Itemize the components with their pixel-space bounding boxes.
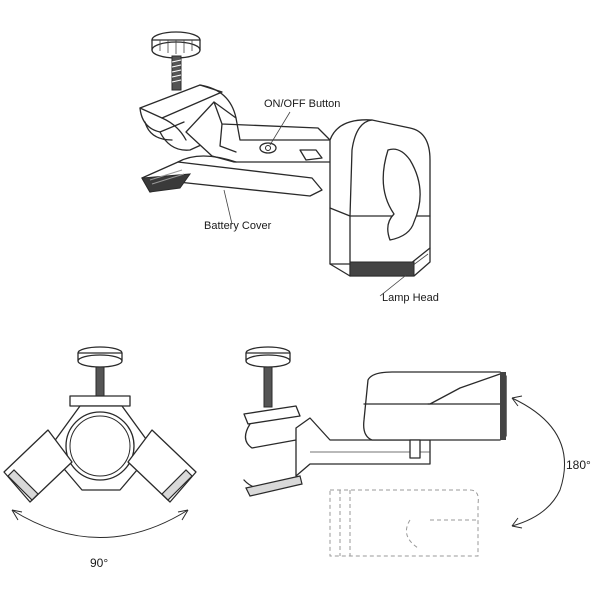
threaded-screw bbox=[171, 55, 182, 91]
clamp-arm bbox=[185, 101, 353, 163]
leader-line-power-button bbox=[269, 111, 291, 146]
battery-cover-label: Battery Cover bbox=[204, 220, 272, 232]
lamp-head-label: Lamp Head bbox=[382, 292, 439, 304]
rotation-90-label: 90° bbox=[90, 556, 109, 570]
rotation-180-view bbox=[243, 346, 565, 557]
leader-line-lamp-head bbox=[379, 271, 411, 297]
battery-cover-bracket bbox=[141, 155, 323, 197]
leader-line-battery-cover bbox=[223, 189, 233, 225]
rotation-180-label: 180° bbox=[566, 458, 591, 472]
rotation-90-view bbox=[3, 346, 197, 538]
power-button-label: ON/OFF Button bbox=[264, 98, 341, 110]
lamp-head bbox=[329, 119, 431, 277]
thumb-screw-knob bbox=[151, 31, 201, 59]
clamp-jaw bbox=[139, 84, 237, 151]
